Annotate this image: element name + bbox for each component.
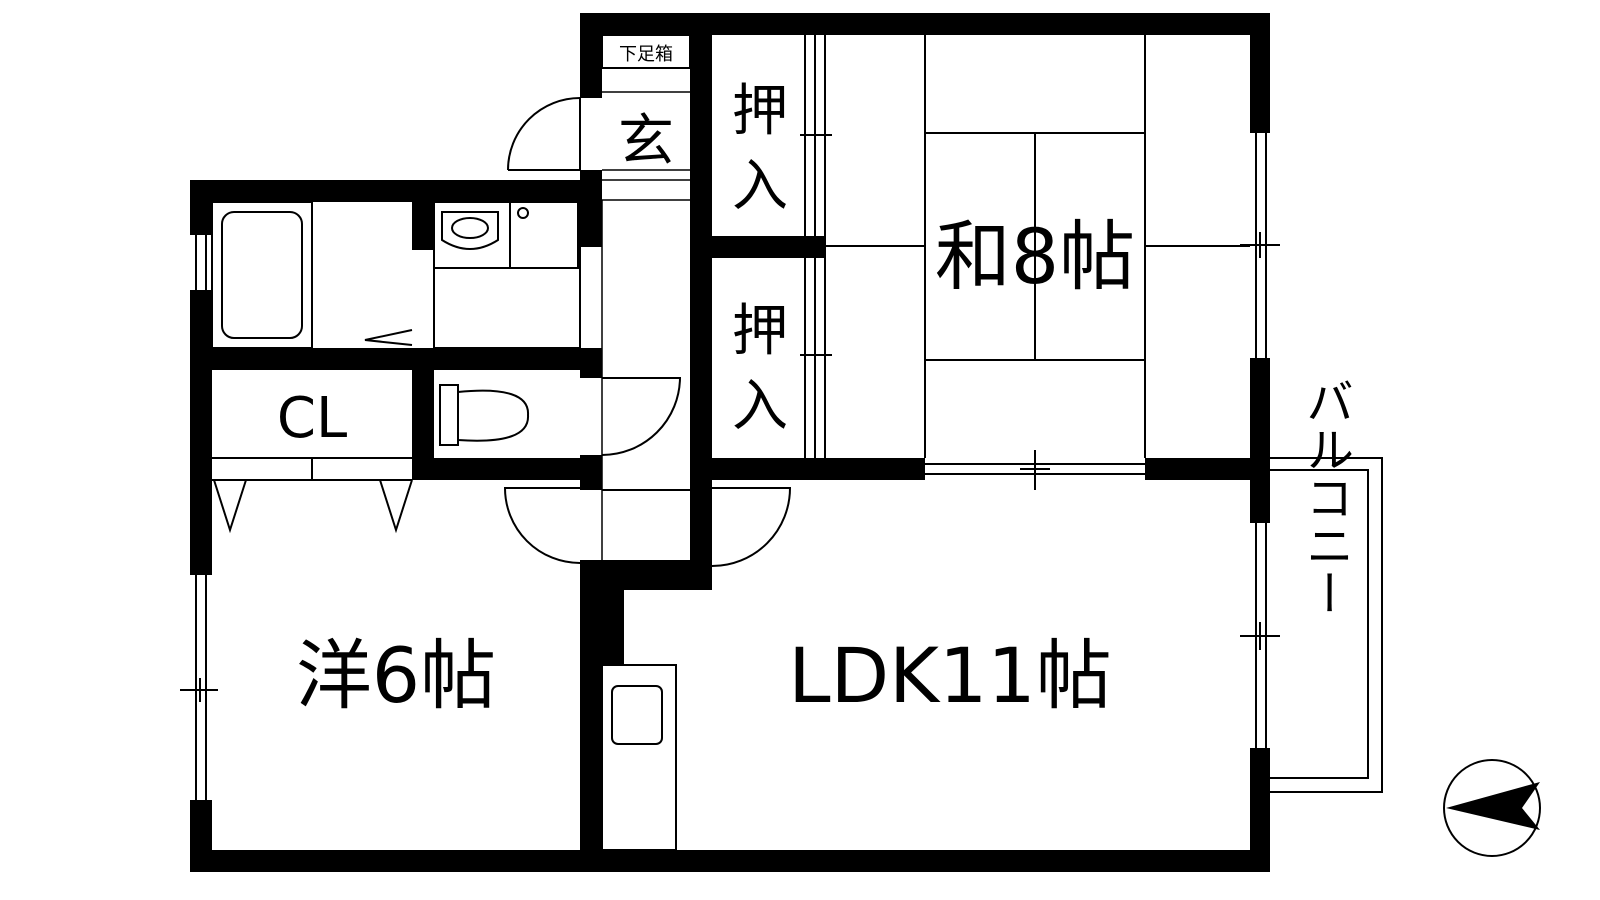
oshiire-lower-char-1: 押: [732, 299, 788, 364]
oshiire-lower-char-2: 入: [732, 374, 788, 439]
compass-icon: [1443, 759, 1541, 857]
room-label-washitsu: 和8帖: [935, 212, 1135, 301]
walls: [190, 13, 1270, 872]
balcony-label: バルコニー: [1297, 377, 1353, 617]
toilet-icon: [439, 384, 530, 446]
kitchen-sink-icon: [611, 685, 663, 745]
washbasin-icon: [441, 207, 529, 250]
oshiire-upper-char-1: 押: [732, 79, 788, 144]
genkan-label: 玄: [618, 109, 674, 174]
getabako-label: 下足箱: [619, 44, 673, 65]
closet-label: CL: [277, 386, 347, 451]
room-label-ldk: LDK11帖: [788, 631, 1111, 720]
room-label-yoshitsu: 洋6帖: [296, 631, 496, 720]
thin-lines: [180, 34, 1383, 851]
oshiire-upper-char-2: 入: [732, 154, 788, 219]
